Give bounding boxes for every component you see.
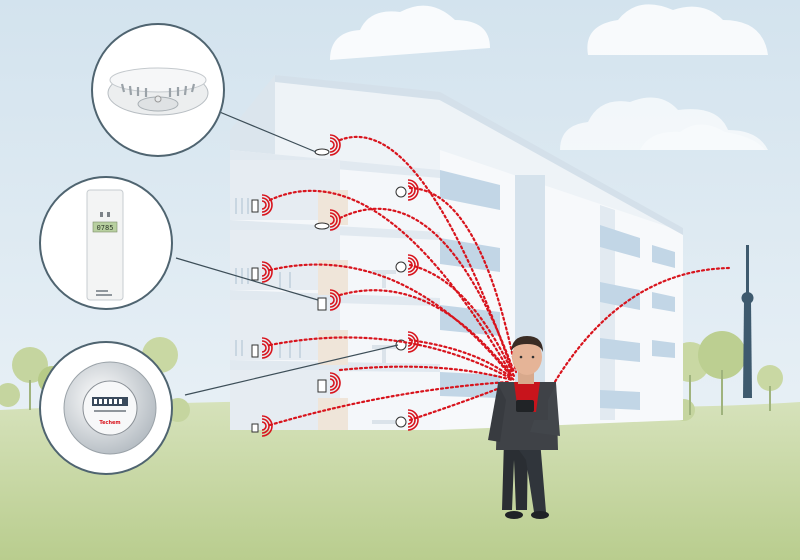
water-meter-icon (395, 416, 407, 428)
ground (0, 401, 800, 560)
signal-wave-arc (407, 409, 419, 431)
signal-wave-arc (261, 343, 267, 353)
smoke-detector-icon (314, 148, 330, 156)
signal-wave-arc (261, 418, 270, 434)
signal-waves (261, 134, 556, 437)
radio-tower-icon (741, 245, 754, 398)
signal-wave-arc (407, 412, 416, 428)
callout-connectors (175, 107, 399, 396)
water-meter-icon (395, 261, 407, 273)
callout-smoke-detector (91, 23, 225, 157)
devices-on-building (251, 148, 407, 433)
signal-wave-arc (261, 267, 267, 277)
callout-water-meter: Techem (39, 341, 173, 475)
signal-wave-arc (329, 289, 341, 311)
signal-wave-arc (329, 375, 338, 391)
signal-wave-arc (261, 200, 267, 210)
apartment-building (230, 75, 683, 430)
radio-transmission-paths (268, 135, 732, 427)
signal-wave-arc (329, 134, 341, 156)
signal-wave-arc (407, 334, 416, 350)
water-meter-icon: Techem (63, 361, 157, 455)
signal-wave-arc (261, 337, 273, 359)
smoke-detector-icon (314, 222, 330, 230)
allocator-display: 0785 (97, 224, 114, 232)
signal-wave-arc (261, 415, 273, 437)
signal-wave-arc (407, 179, 419, 201)
signal-wave-arc (407, 257, 416, 273)
signal-wave-arc (329, 378, 335, 388)
signal-wave-arc (329, 215, 335, 225)
handheld-reader-icon (516, 400, 534, 412)
clouds (330, 4, 768, 150)
signal-wave-arc (261, 194, 273, 216)
signal-wave-arc (329, 295, 335, 305)
signal-wave-arc (329, 209, 341, 231)
signal-wave-arc (261, 261, 273, 283)
signal-wave-arc (407, 254, 419, 276)
signal-wave-arc (261, 340, 270, 356)
signal-wave-arc (261, 197, 270, 213)
signal-wave-arc (261, 264, 270, 280)
water-meter-icon (395, 186, 407, 198)
smoke-detector-icon (107, 67, 209, 116)
signal-wave-arc (407, 337, 413, 347)
technician-person (488, 336, 560, 519)
heat-cost-allocator-icon: 0785 (86, 189, 124, 301)
signal-wave-arc (407, 331, 419, 353)
signal-wave-arc (329, 137, 338, 153)
signal-wave-arc (261, 421, 267, 431)
heat-cost-allocator-icon (317, 297, 327, 311)
signal-wave-arc (407, 182, 416, 198)
signal-wave-arc (329, 372, 341, 394)
signal-wave-arc (329, 212, 338, 228)
signal-wave-arc (407, 185, 413, 195)
signal-wave-arc (329, 140, 335, 150)
heat-cost-allocator-icon (317, 379, 327, 393)
signal-wave-arc (329, 292, 338, 308)
water-meter-brand: Techem (99, 420, 120, 426)
callout-heat-cost-allocator: 0785 (39, 176, 173, 310)
